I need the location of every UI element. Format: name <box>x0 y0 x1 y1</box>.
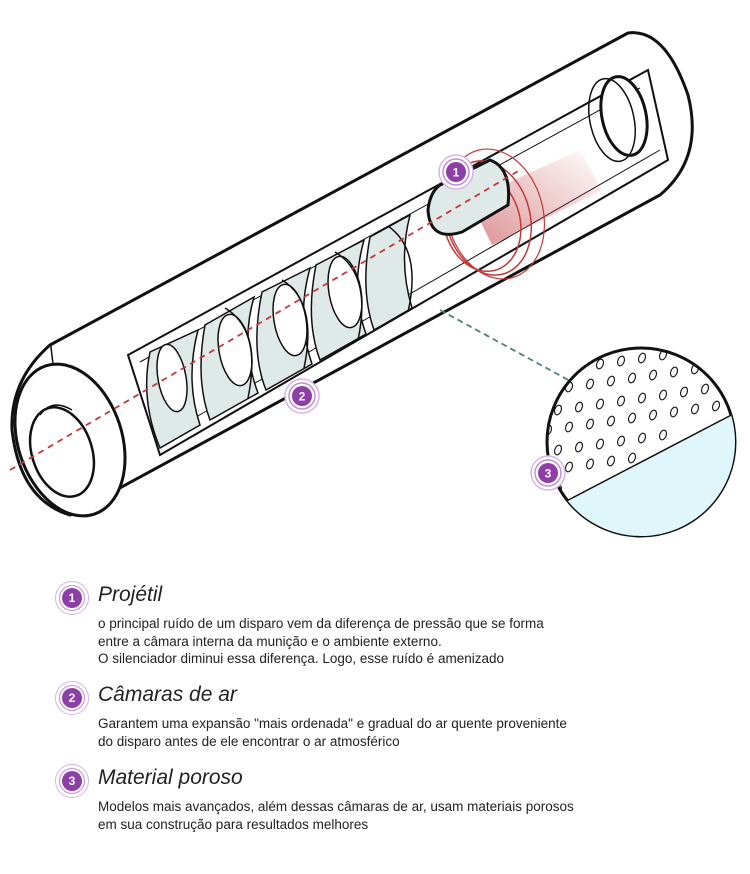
pore <box>547 348 553 356</box>
legend-3-line-1: Modelos mais avançados, além dessas câma… <box>98 799 574 814</box>
pore <box>700 348 710 355</box>
legend-1-line-2: entre a câmara interna da munição e o am… <box>98 633 442 649</box>
legend-desc-1: o principal ruído de um disparo vem da d… <box>98 615 544 668</box>
pore <box>585 418 595 430</box>
legend-number-3: 3 <box>62 771 82 791</box>
pore <box>732 317 741 329</box>
pore <box>690 403 700 415</box>
pore <box>595 398 605 410</box>
pore <box>679 386 689 398</box>
marker-3-badge: 3 <box>530 455 566 491</box>
pore <box>648 369 658 381</box>
bullet-assembly <box>426 148 602 280</box>
legend-title-2: Câmaras de ar <box>98 683 237 706</box>
legend-title-1: Projétil <box>98 583 163 606</box>
pore <box>616 355 626 367</box>
marker-2-number: 2 <box>299 390 306 404</box>
legend-2-line-1: Garantem uma expansão "mais ordenada" e … <box>98 716 567 731</box>
pore <box>616 435 626 447</box>
pore <box>648 409 658 421</box>
pore <box>564 348 574 353</box>
air-chambers <box>145 213 413 450</box>
pore <box>606 415 616 427</box>
pore <box>616 395 626 407</box>
pore <box>547 384 553 396</box>
pore <box>595 358 605 370</box>
pore <box>627 372 637 384</box>
legend-desc-3: Modelos mais avançados, além dessas câma… <box>98 798 574 833</box>
pore <box>669 326 678 338</box>
pore <box>711 360 721 372</box>
pore <box>553 404 563 416</box>
pore <box>585 378 595 390</box>
legend-badge-1: 1 <box>55 581 89 615</box>
pore <box>637 432 647 444</box>
pore <box>637 392 647 404</box>
porous-leader-line <box>439 309 573 383</box>
legend-2-line-2: do disparo antes de ele encontrar o ar a… <box>98 733 400 749</box>
marker-1-badge: 1 <box>438 154 474 190</box>
porous-material-lens <box>545 317 750 538</box>
legend-badge-3: 3 <box>55 764 89 798</box>
pore <box>606 455 616 467</box>
pore <box>742 337 750 349</box>
pore <box>574 441 584 453</box>
pore <box>553 444 563 456</box>
legend-badge-2: 2 <box>55 681 89 715</box>
legend-1-line-3: O silenciador diminui essa diferença. Lo… <box>98 651 504 666</box>
legend-1-line-1: o principal ruído de um disparo vem da d… <box>98 616 544 631</box>
pore <box>669 366 679 378</box>
pore <box>648 329 657 341</box>
pore <box>564 381 574 393</box>
marker-2-badge: 2 <box>284 378 320 414</box>
pore <box>711 320 720 332</box>
pore <box>658 429 668 441</box>
pore <box>721 348 731 352</box>
pore <box>711 400 721 412</box>
pore <box>547 424 553 436</box>
pore <box>627 452 637 464</box>
pore <box>606 335 615 347</box>
pore <box>732 397 735 409</box>
pore <box>742 377 750 389</box>
pore <box>585 458 595 470</box>
pore <box>658 389 668 401</box>
pore <box>637 352 647 364</box>
pore <box>606 375 616 387</box>
pore <box>732 357 735 369</box>
pore <box>669 406 679 418</box>
pore <box>627 332 636 344</box>
legend-number-2: 2 <box>62 688 82 708</box>
marker-1-number: 1 <box>453 166 460 180</box>
silencer-illustration: 1 2 3 <box>9 31 750 538</box>
pore <box>721 380 731 392</box>
pore <box>595 438 605 450</box>
legend-title-3: Material poroso <box>98 766 243 789</box>
marker-3-number: 3 <box>545 467 552 481</box>
pore <box>564 421 574 433</box>
pore <box>564 461 574 473</box>
pore <box>574 401 584 413</box>
legend-number-1: 1 <box>62 588 82 608</box>
legend-3-line-2: em sua construção para resultados melhor… <box>98 816 369 832</box>
pore <box>690 323 699 335</box>
pore <box>585 348 595 350</box>
legend-desc-2: Garantem uma expansão "mais ordenada" e … <box>98 715 567 750</box>
pore <box>700 383 710 395</box>
pore <box>627 412 637 424</box>
